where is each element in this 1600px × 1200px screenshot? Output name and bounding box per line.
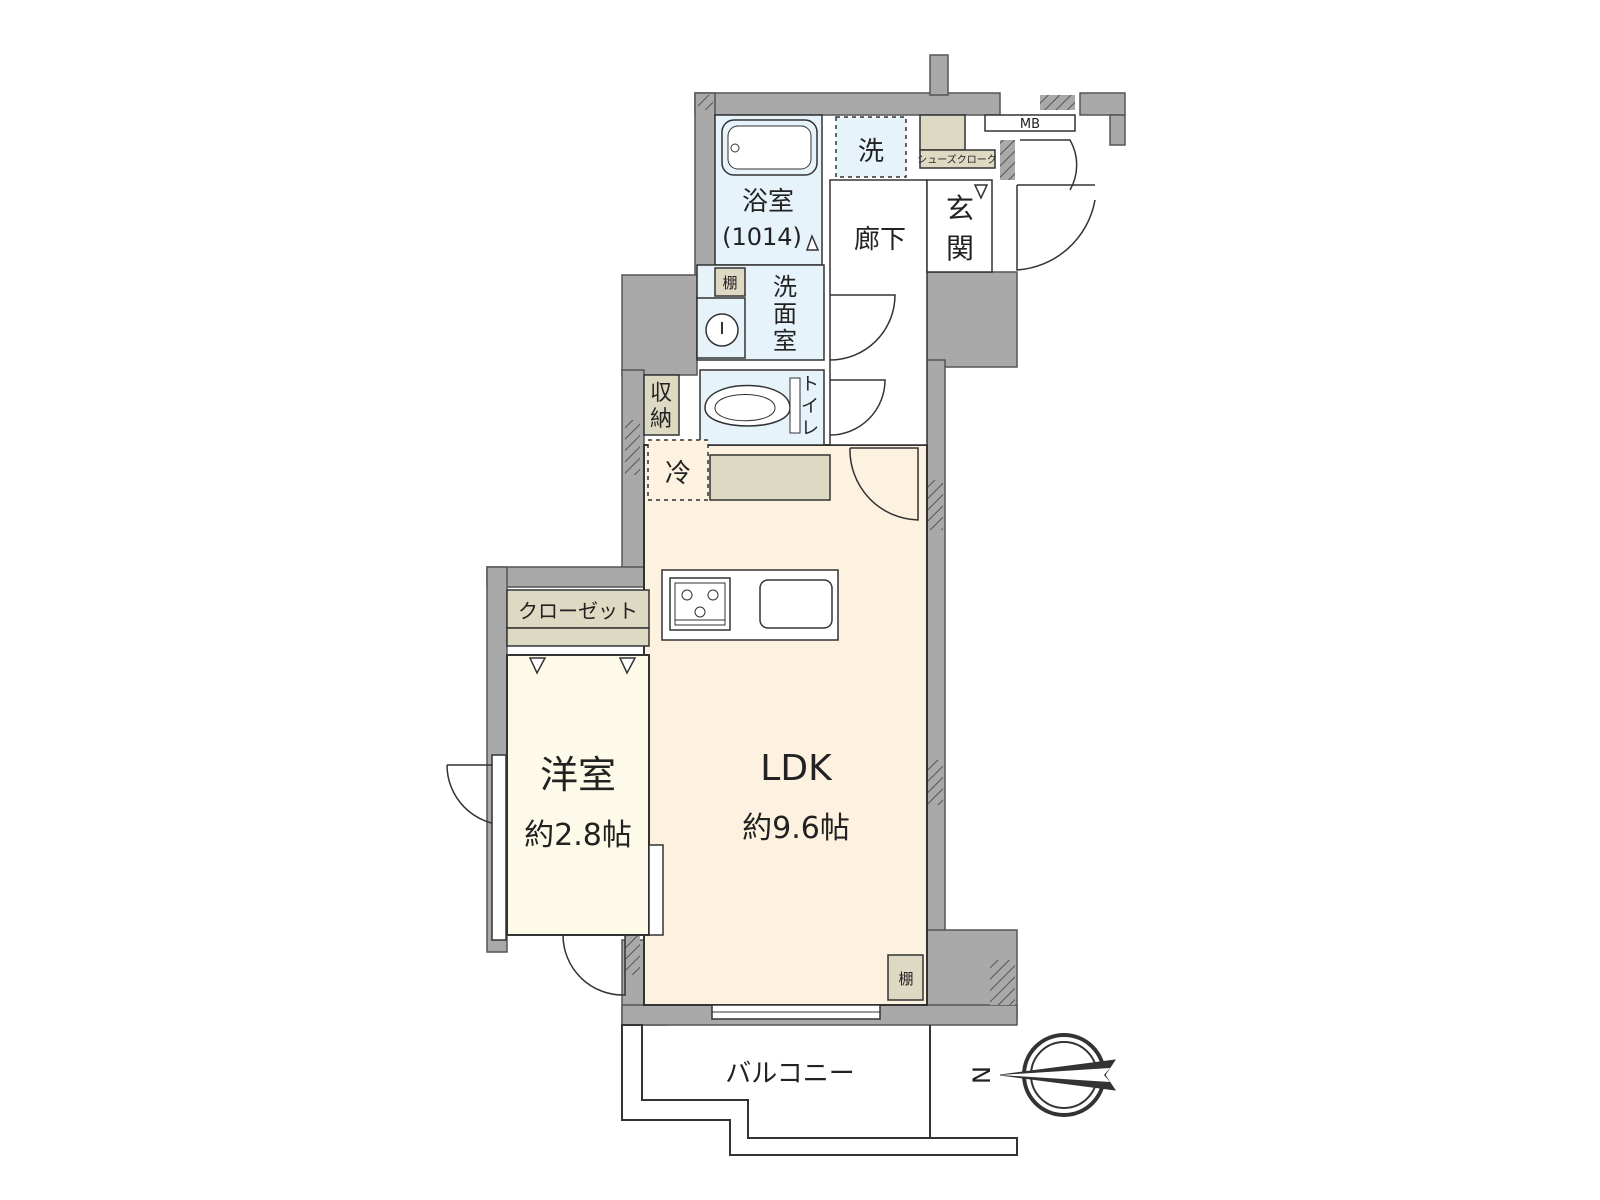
bathtub-drain bbox=[730, 143, 740, 153]
laundry-pan bbox=[835, 116, 907, 178]
toilet-label-2: イ bbox=[801, 396, 819, 417]
toilet-label-3: レ bbox=[801, 418, 819, 439]
washroom-label-3: 室 bbox=[773, 327, 797, 355]
bath-spec: (1014) bbox=[722, 223, 802, 251]
ldk-label: LDK bbox=[760, 748, 833, 789]
kitchen-sink bbox=[759, 579, 833, 629]
ldk-floor bbox=[643, 444, 928, 1006]
stove bbox=[669, 577, 731, 631]
washroom-label-1: 洗 bbox=[773, 273, 797, 301]
balcony-outline bbox=[621, 1024, 1018, 1156]
closet-door-markers bbox=[528, 184, 989, 675]
washroom-label-2: 面 bbox=[773, 300, 797, 328]
storage-label-2: 納 bbox=[650, 407, 672, 432]
shelf-bottom-label: 棚 bbox=[898, 970, 913, 988]
mb-box bbox=[984, 114, 1076, 132]
laundry-label: 洗 bbox=[858, 137, 884, 167]
closet-label: クローゼット bbox=[518, 599, 638, 623]
balcony-label: バルコニー bbox=[725, 1059, 854, 1089]
storage-units bbox=[506, 114, 996, 1001]
corridor-label: 廊下 bbox=[854, 225, 906, 255]
fridge-space bbox=[647, 439, 709, 501]
wall-hatching bbox=[625, 95, 1075, 1005]
storage-label-1: 収 bbox=[650, 381, 672, 406]
toilet-label-1: ト bbox=[801, 374, 819, 395]
entrance-label-2: 関 bbox=[946, 232, 974, 265]
western-room-floor bbox=[506, 654, 650, 936]
shoe-cloak-label: シューズクローク bbox=[917, 153, 997, 166]
bathtub-inner bbox=[727, 125, 812, 170]
bath-label: 浴室 bbox=[742, 187, 794, 217]
shelf-top-label: 棚 bbox=[722, 274, 737, 292]
western-window-left bbox=[491, 754, 507, 941]
mb-label: MB bbox=[1020, 117, 1040, 132]
corridor-floor bbox=[829, 179, 928, 446]
ldk-size: 約9.6帖 bbox=[742, 811, 850, 846]
western-room-label: 洋室 bbox=[540, 753, 616, 797]
entrance-label-1: 玄 bbox=[946, 192, 974, 225]
western-window-right bbox=[648, 844, 664, 936]
western-room-size: 約2.8帖 bbox=[524, 818, 632, 853]
toilet-bowl bbox=[704, 384, 791, 427]
north-label: N bbox=[968, 1066, 996, 1084]
fridge-label: 冷 bbox=[665, 459, 691, 489]
compass bbox=[999, 1033, 1117, 1117]
